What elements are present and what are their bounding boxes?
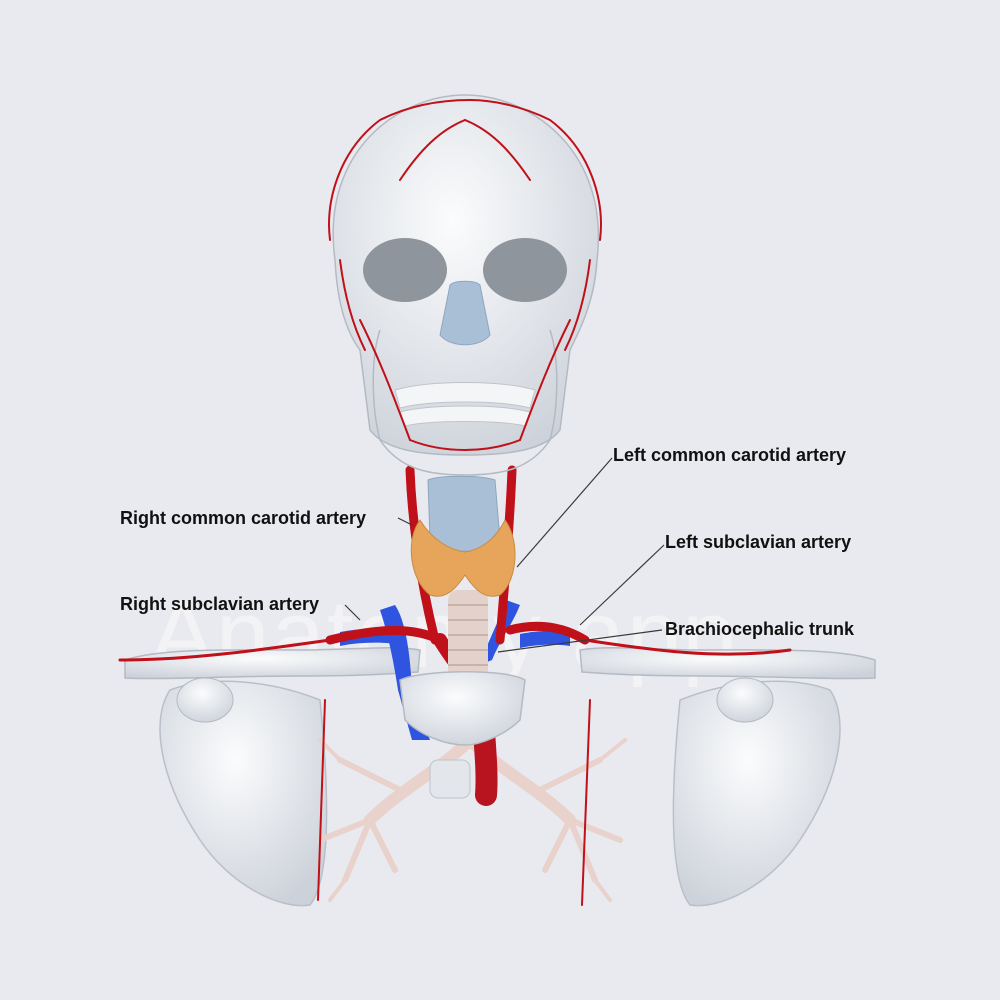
skull [332,94,600,476]
left-orbit [483,238,567,302]
leader-right-common-carotid [397,517,413,526]
thyroid-gland [410,519,516,597]
cranial-arteries [328,99,602,452]
label-right-common-carotid-artery: Right common carotid artery [120,508,367,528]
trachea [448,590,488,690]
left-clavicle [579,647,876,680]
vertebra [429,759,471,799]
right-orbit [363,238,447,302]
left-acromion [716,677,774,723]
right-clavicle [124,647,421,680]
manubrium [399,671,526,746]
right-acromion [176,677,234,723]
label-right-subclavian-artery: Right subclavian artery [120,594,320,614]
label-left-common-carotid-artery: Left common carotid artery [613,445,847,465]
right-scapula [159,680,328,907]
leader-lines [344,457,665,653]
upper-teeth [394,382,536,409]
leader-brachiocephalic [497,629,663,653]
nasal-cartilage [439,280,491,346]
leader-right-subclavian [344,604,361,621]
larynx [427,475,501,552]
leader-left-common-carotid [516,457,613,568]
leader-left-subclavian [579,544,665,626]
label-brachiocephalic-trunk: Brachiocephalic trunk [665,619,855,639]
label-left-subclavian-artery: Left subclavian artery [665,532,852,552]
